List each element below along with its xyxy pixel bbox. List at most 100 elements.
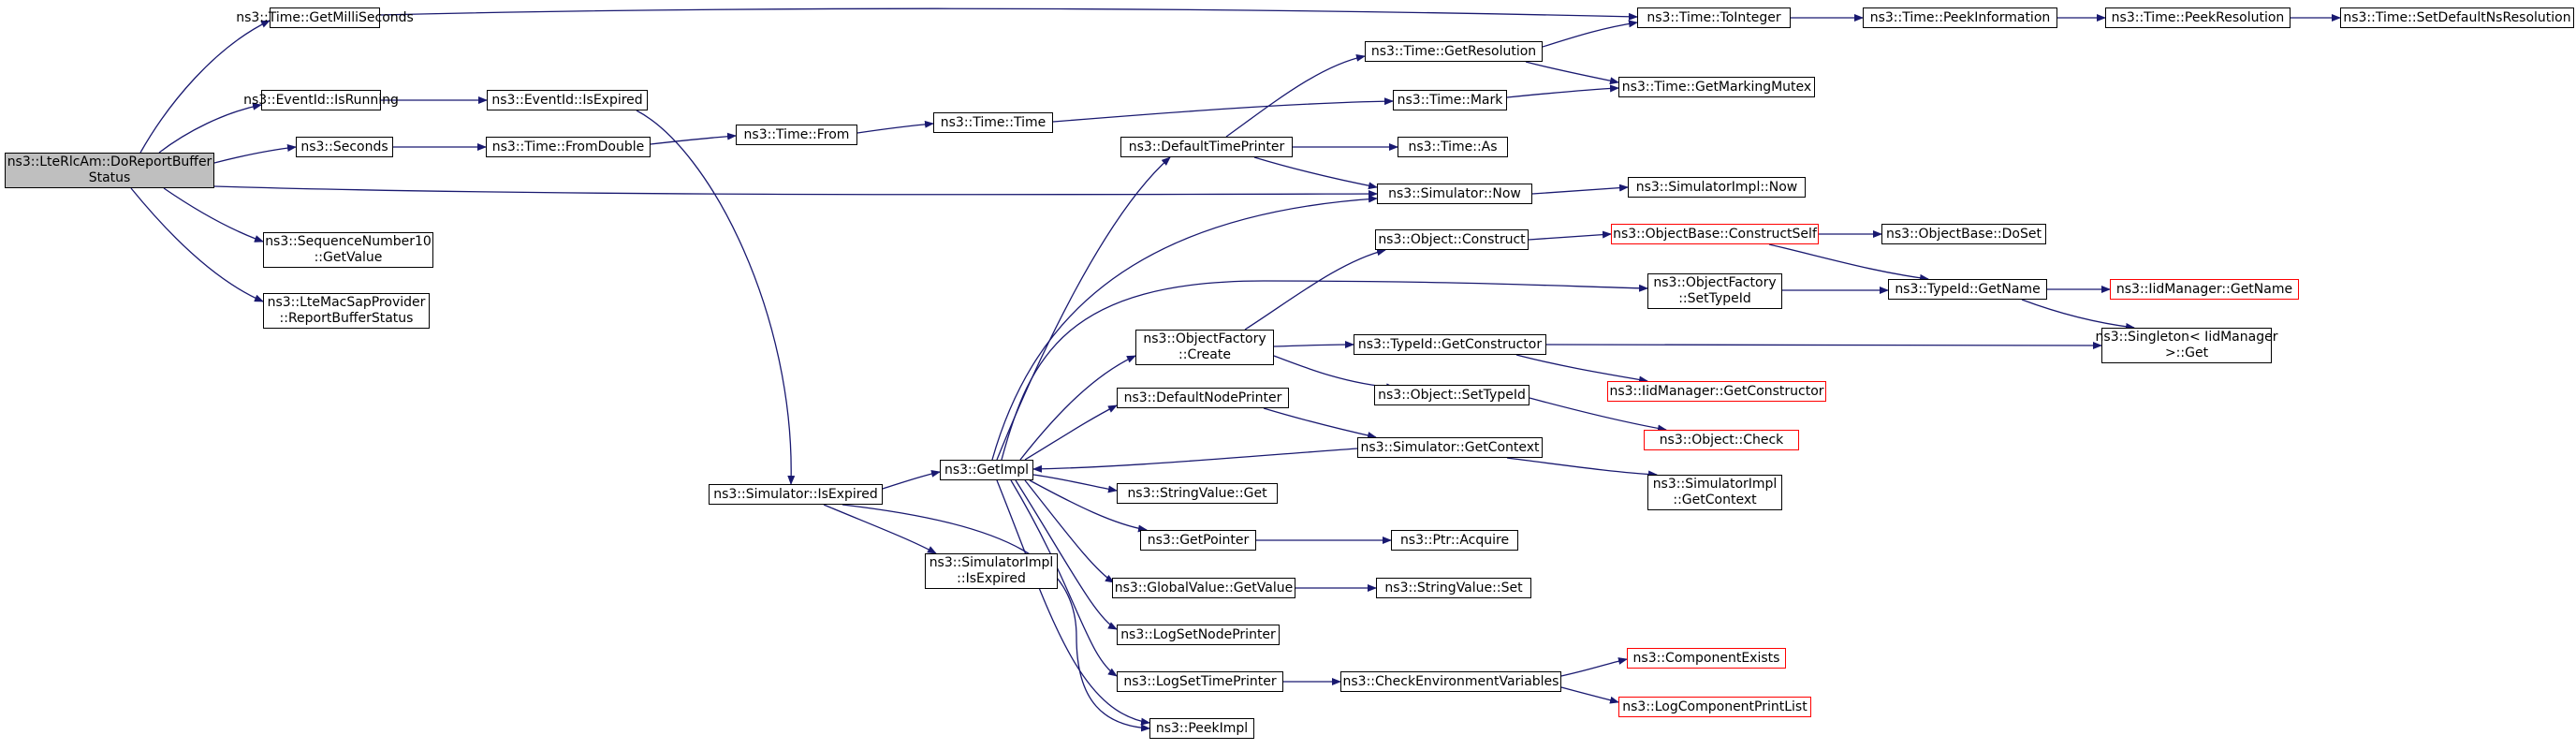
node-time-tointeger[interactable]: ns3::Time::ToInteger xyxy=(1637,7,1791,28)
node-globalvalue-getvalue[interactable]: ns3::GlobalValue::GetValue xyxy=(1112,578,1295,598)
node-simimpl-isexpired[interactable]: ns3::SimulatorImpl::IsExpired xyxy=(925,553,1058,589)
node-sim-getcontext[interactable]: ns3::Simulator::GetContext xyxy=(1357,437,1543,458)
node-defaulttimeprinter[interactable]: ns3::DefaultTimePrinter xyxy=(1120,137,1293,157)
node-objbase-constructself[interactable]: ns3::ObjectBase::ConstructSelf xyxy=(1611,224,1819,244)
node-setdefaultns[interactable]: ns3::Time::SetDefaultNsResolution xyxy=(2340,7,2574,28)
node-simimpl-now[interactable]: ns3::SimulatorImpl::Now xyxy=(1628,177,1806,198)
node-label: ns3::IidManager::GetName xyxy=(2115,281,2293,297)
node-typeid-getname[interactable]: ns3::TypeId::GetName xyxy=(1888,279,2047,300)
node-eventid-isrunning[interactable]: ns3::EventId::IsRunning xyxy=(243,90,399,110)
node-logsettimeprinter[interactable]: ns3::LogSetTimePrinter xyxy=(1117,671,1283,692)
edge-objfactory_create-to-object_construct xyxy=(1244,248,1386,331)
edge-object_settypeid-to-object_check xyxy=(1529,397,1667,433)
edge-sim_getcontext-to-getimpl xyxy=(1032,448,1358,473)
node-label: >::Get xyxy=(2164,346,2209,360)
edge-getresolution-to-getmarkingmutex xyxy=(1525,61,1619,85)
node-label: ns3::PeekImpl xyxy=(1155,720,1249,736)
edge-getimpl-to-globalvalue_getvalue xyxy=(1024,479,1115,583)
edge-getresolution-to-time_tointeger xyxy=(1542,20,1638,48)
node-componentexists[interactable]: ns3::ComponentExists xyxy=(1627,648,1786,669)
node-defaultnodeprinter[interactable]: ns3::DefaultNodePrinter xyxy=(1117,388,1289,408)
node-label: ::ReportBufferStatus xyxy=(279,311,414,326)
edge-checkenv-to-componentexists xyxy=(1560,657,1628,677)
node-time-time[interactable]: ns3::Time::Time xyxy=(933,112,1053,133)
node-label: ns3::TypeId::GetName xyxy=(1895,281,2041,297)
edge-root-to-sim_now xyxy=(213,185,1378,199)
node-label: ns3::CheckEnvironmentVariables xyxy=(1342,673,1559,689)
node-object-settypeid[interactable]: ns3::Object::SetTypeId xyxy=(1374,385,1530,405)
edge-object_construct-to-objbase_constructself xyxy=(1528,230,1612,241)
node-iidmanager-getconstructor[interactable]: ns3::IidManager::GetConstructor xyxy=(1607,381,1826,402)
node-label: ::GetValue xyxy=(314,250,383,265)
node-stringvalue-set[interactable]: ns3::StringValue::Set xyxy=(1376,578,1531,598)
node-stringvalue-get[interactable]: ns3::StringValue::Get xyxy=(1117,483,1278,504)
edge-time_from-to-time_time xyxy=(856,120,934,134)
node-seconds[interactable]: ns3::Seconds xyxy=(296,137,393,157)
node-getresolution[interactable]: ns3::Time::GetResolution xyxy=(1365,41,1543,62)
node-getpointer[interactable]: ns3::GetPointer xyxy=(1140,530,1256,551)
node-simimpl-getcontext[interactable]: ns3::SimulatorImpl::GetContext xyxy=(1647,475,1782,510)
node-time-from[interactable]: ns3::Time::From xyxy=(736,125,857,145)
edge-getimpl-to-objfactory_create xyxy=(1019,355,1136,461)
edge-root-to-eventid_isrunning xyxy=(158,102,262,154)
node-ptr-acquire[interactable]: ns3::Ptr::Acquire xyxy=(1391,530,1518,551)
node-singleton-get[interactable]: ns3::Singleton< IidManager >::Get xyxy=(2096,328,2277,363)
node-label: ns3::Object::Construct xyxy=(1378,231,1526,247)
node-label: ns3::SimulatorImpl::Now xyxy=(1635,179,1798,195)
edge-objbase_constructself-to-typeid_getname xyxy=(1768,243,1929,282)
node-logcomponentprintlist[interactable]: ns3::LogComponentPrintList xyxy=(1618,697,1811,717)
node-objfactory-create[interactable]: ns3::ObjectFactory::Create xyxy=(1135,330,1274,365)
node-peekinformation[interactable]: ns3::Time::PeekInformation xyxy=(1863,7,2057,28)
node-label: ns3::StringValue::Get xyxy=(1127,485,1267,501)
node-time-fromdouble[interactable]: ns3::Time::FromDouble xyxy=(486,137,651,157)
node-peekimpl[interactable]: ns3::PeekImpl xyxy=(1149,718,1254,739)
node-object-construct[interactable]: ns3::Object::Construct xyxy=(1375,229,1529,250)
node-macsap[interactable]: ns3::LteMacSapProvider::ReportBufferStat… xyxy=(263,293,430,329)
node-time-as[interactable]: ns3::Time::As xyxy=(1398,137,1508,157)
node-eventid-isexpired[interactable]: ns3::EventId::IsExpired xyxy=(487,90,648,110)
node-label: ns3::LogComponentPrintList xyxy=(1622,699,1808,714)
edge-getimpl-to-objfactory_settypeid xyxy=(1001,280,1648,461)
node-typeid-getconstructor[interactable]: ns3::TypeId::GetConstructor xyxy=(1354,334,1546,355)
edge-sim_isexpired-to-peekimpl xyxy=(842,504,1150,732)
node-logsetnodeprinter[interactable]: ns3::LogSetNodePrinter xyxy=(1117,625,1280,645)
edge-root-to-seqnum10 xyxy=(163,187,264,243)
edge-getimpl-to-stringvalue_get xyxy=(1032,474,1118,493)
node-label: ns3::Time::GetMarkingMutex xyxy=(1621,79,1812,95)
node-label: ns3::ComponentExists xyxy=(1632,650,1780,666)
node-label: ns3::SequenceNumber10 xyxy=(265,234,432,249)
node-peekresolution[interactable]: ns3::Time::PeekResolution xyxy=(2105,7,2291,28)
node-getimpl[interactable]: ns3::GetImpl xyxy=(940,460,1033,480)
node-getmilliseconds[interactable]: ns3::Time::GetMilliSeconds xyxy=(236,7,414,28)
node-label: ns3::Simulator::Now xyxy=(1388,185,1521,201)
node-label: ns3::DefaultTimePrinter xyxy=(1128,139,1285,154)
node-label: ns3::Ptr::Acquire xyxy=(1399,532,1510,548)
node-objfactory-settypeid[interactable]: ns3::ObjectFactory::SetTypeId xyxy=(1647,273,1782,309)
node-label: ns3::ObjectBase::ConstructSelf xyxy=(1613,226,1817,242)
node-label: ns3::GlobalValue::GetValue xyxy=(1114,580,1294,596)
node-label: ns3::LogSetNodePrinter xyxy=(1120,626,1276,642)
edge-sim_getcontext-to-simimpl_getcontext xyxy=(1506,457,1658,478)
node-sim-isexpired[interactable]: ns3::Simulator::IsExpired xyxy=(709,484,883,505)
node-iidmanager-getname[interactable]: ns3::IidManager::GetName xyxy=(2110,279,2299,300)
node-seqnum10[interactable]: ns3::SequenceNumber10::GetValue xyxy=(263,232,433,268)
node-label: ns3::Time::FromDouble xyxy=(491,139,645,154)
node-label: ns3::Time::As xyxy=(1408,139,1498,154)
node-label: ns3::Seconds xyxy=(300,139,388,154)
node-objbase-doset[interactable]: ns3::ObjectBase::DoSet xyxy=(1881,224,2046,244)
node-getmarkingmutex[interactable]: ns3::Time::GetMarkingMutex xyxy=(1618,77,1815,97)
node-label: ns3::ObjectBase::DoSet xyxy=(1886,226,2042,242)
edge-eventid_isexpired-to-sim_isexpired xyxy=(636,110,796,485)
node-sim-now[interactable]: ns3::Simulator::Now xyxy=(1377,184,1532,204)
node-label: ns3::Time::ToInteger xyxy=(1647,9,1781,25)
edge-typeid_getconstructor-to-singleton_get xyxy=(1545,341,2102,349)
node-checkenv[interactable]: ns3::CheckEnvironmentVariables xyxy=(1340,671,1561,692)
node-label: ns3::ObjectFactory xyxy=(1653,275,1777,290)
node-label: ns3::Time::PeekInformation xyxy=(1869,9,2051,25)
node-time-mark[interactable]: ns3::Time::Mark xyxy=(1393,90,1507,110)
node-object-check[interactable]: ns3::Object::Check xyxy=(1644,430,1799,450)
node-label: ns3::Time::From xyxy=(743,126,850,142)
node-label: ns3::ObjectFactory xyxy=(1143,331,1266,346)
